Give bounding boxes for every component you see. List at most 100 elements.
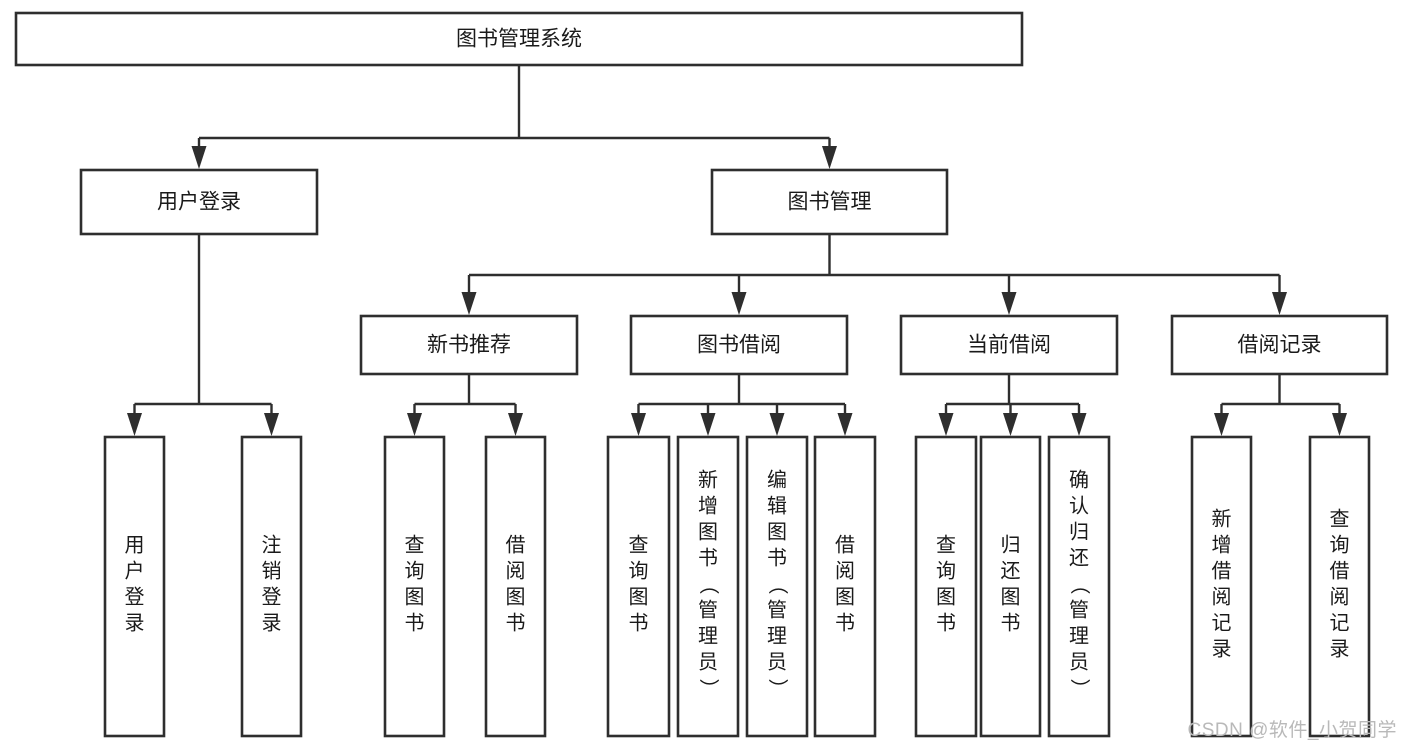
node-label-char: ） [766, 679, 789, 699]
arrowhead-icon [731, 292, 747, 315]
node-label-char: 书 [405, 612, 425, 635]
node-box[interactable] [103, 435, 166, 738]
node-box[interactable] [899, 314, 1119, 376]
node-newbook[interactable]: 新书推荐 [359, 314, 579, 376]
node-label-char: 理 [698, 626, 718, 648]
arrowhead-icon [631, 413, 646, 436]
node-label-char: 查 [936, 534, 956, 557]
node-bookmgmt[interactable]: 图书管理 [710, 168, 949, 236]
node-label-char: 辑 [767, 495, 787, 518]
node-label-char: 图 [629, 587, 649, 609]
node-label-char: 书 [506, 612, 526, 635]
node-label-char: 图 [405, 587, 425, 609]
node-label-char: 员 [767, 652, 787, 674]
node-box[interactable] [14, 11, 1024, 67]
node-label-char: 录 [262, 613, 282, 635]
arrowhead-icon [700, 413, 716, 436]
node-label-char: 阅 [506, 560, 526, 583]
node-label-char: 借 [1330, 560, 1350, 583]
node-label-char: 管 [698, 599, 718, 622]
node-label-char: 阅 [835, 560, 855, 583]
node-label: 图书管理系统 [456, 28, 582, 51]
node-label-char: 图 [767, 522, 787, 544]
node-label-char: 询 [405, 560, 425, 583]
node-label-char: 员 [698, 652, 718, 674]
node-box[interactable] [676, 435, 740, 738]
node-label-char: 查 [629, 534, 649, 557]
arrowhead-icon [461, 292, 477, 315]
node-label-char: 登 [262, 586, 282, 609]
arrowhead-icon [1272, 292, 1287, 315]
node-label-char: 图 [698, 522, 718, 544]
node-label-char: 登 [125, 586, 145, 609]
node-label-char: 图 [506, 587, 526, 609]
node-label-char: 查 [1330, 508, 1350, 531]
arrowhead-icon [1214, 413, 1229, 436]
arrowhead-icon [407, 413, 422, 436]
node-box[interactable] [1047, 435, 1111, 738]
node-label-char: 户 [125, 560, 145, 583]
arrowhead-icon [127, 413, 142, 436]
node-box[interactable] [710, 168, 949, 236]
arrowhead-icon [191, 146, 207, 169]
node-label-char: （ [697, 575, 720, 595]
node-borrow[interactable]: 图书借阅 [629, 314, 849, 376]
node-records[interactable]: 借阅记录 [1170, 314, 1389, 376]
node-label-char: 图 [1001, 587, 1021, 609]
node-label-char: 销 [262, 560, 282, 583]
node-label-char: 借 [1212, 560, 1232, 583]
node-label-char: 归 [1001, 534, 1021, 557]
arrowhead-icon [1071, 413, 1087, 436]
node-box[interactable] [606, 435, 671, 738]
node-current[interactable]: 当前借阅 [899, 314, 1119, 376]
arrowhead-icon [1332, 413, 1347, 436]
arrowhead-icon [1003, 413, 1018, 436]
node-label-char: 书 [767, 547, 787, 570]
node-box[interactable] [745, 435, 809, 738]
node-leaf1[interactable]: 用户登录 [103, 435, 166, 738]
node-box[interactable] [1190, 435, 1253, 738]
arrowhead-icon [508, 413, 523, 436]
node-login[interactable]: 用户登录 [79, 168, 319, 236]
node-label-char: 新 [1212, 508, 1232, 531]
node-label-char: 阅 [1212, 586, 1232, 609]
node-label-char: 归 [1069, 521, 1089, 544]
node-box[interactable] [383, 435, 446, 738]
node-label: 图书管理 [788, 191, 872, 214]
node-label-char: 书 [835, 612, 855, 635]
node-label-char: 书 [1001, 612, 1021, 635]
node-label-char: 图 [936, 587, 956, 609]
node-label-char: 书 [698, 547, 718, 570]
node-box[interactable] [484, 435, 547, 738]
node-box[interactable] [79, 168, 319, 236]
node-box[interactable] [1308, 435, 1371, 738]
arrowhead-icon [264, 413, 279, 436]
node-label-char: 增 [698, 495, 718, 518]
node-box[interactable] [914, 435, 978, 738]
node-box[interactable] [359, 314, 579, 376]
node-label-char: 记 [1330, 612, 1350, 635]
node-box[interactable] [979, 435, 1042, 738]
node-label-char: 还 [1069, 547, 1089, 570]
node-box[interactable] [813, 435, 877, 738]
node-label-char: 理 [1069, 626, 1089, 648]
node-root[interactable]: 图书管理系统 [14, 11, 1024, 67]
node-box[interactable] [629, 314, 849, 376]
node-box[interactable] [1170, 314, 1389, 376]
node-label-char: （ [1068, 575, 1091, 595]
node-label-char: 录 [125, 613, 145, 635]
arrowhead-icon [769, 413, 785, 436]
node-box[interactable] [240, 435, 303, 738]
